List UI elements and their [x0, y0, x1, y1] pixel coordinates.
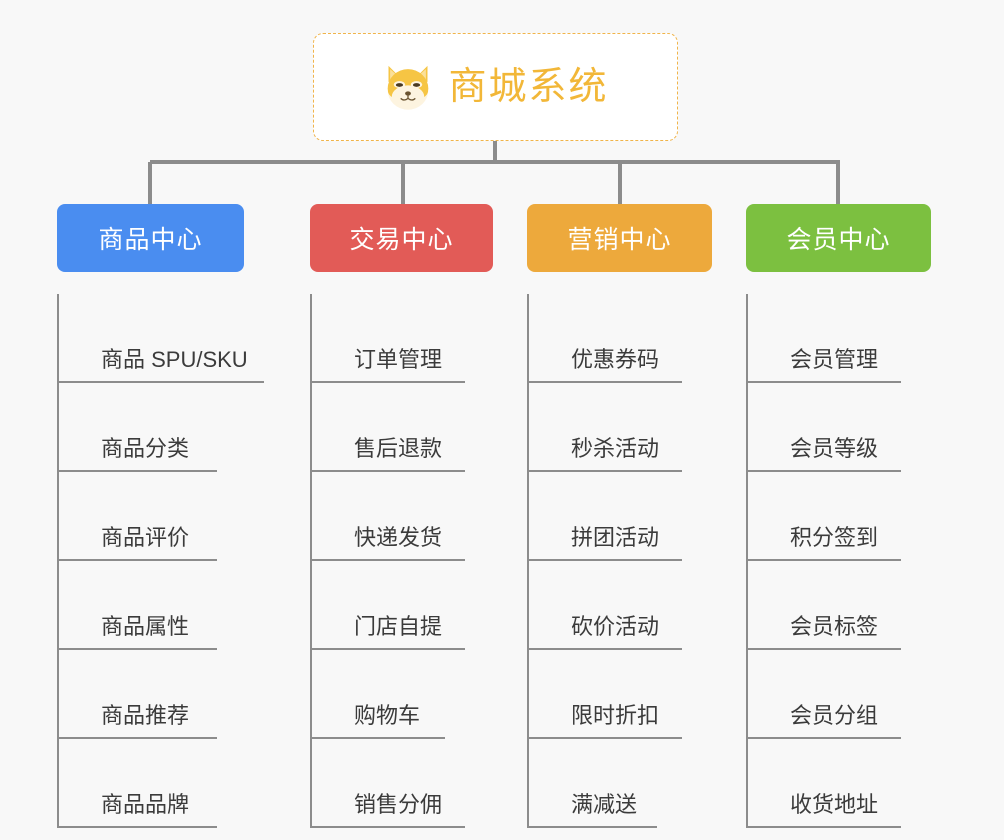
leaf-label: 门店自提	[354, 613, 443, 639]
leaf-label: 商品评价	[101, 524, 190, 550]
leaf-underline	[57, 648, 217, 650]
leaf-label: 商品分类	[101, 435, 190, 461]
branch-header-label: 会员中心	[786, 226, 891, 254]
branch-header-label: 营销中心	[567, 226, 672, 254]
leaf-underline	[310, 470, 465, 472]
leaf-item[interactable]: 商品品牌	[69, 739, 256, 828]
branch-header-1[interactable]: 商品中心	[57, 204, 244, 272]
branch-column-2: 交易中心订单管理售后退款快递发货门店自提购物车销售分佣	[310, 204, 493, 828]
leaf-label: 拼团活动	[571, 524, 660, 550]
leaf-label: 商品推荐	[101, 702, 190, 728]
leaf-underline	[527, 559, 682, 561]
leaf-label: 会员等级	[790, 435, 879, 461]
leaf-underline	[310, 737, 445, 739]
leaf-item[interactable]: 收货地址	[758, 739, 931, 828]
shiba-dog-face-icon	[382, 61, 434, 113]
leaf-list-1: 商品 SPU/SKU 商品分类商品评价商品属性商品推荐商品品牌	[57, 294, 264, 828]
leaf-item[interactable]: 积分签到	[758, 472, 931, 561]
leaf-underline	[310, 826, 465, 828]
branch-column-4: 会员中心会员管理会员等级积分签到会员标签会员分组收货地址	[746, 204, 931, 828]
leaf-item[interactable]: 秒杀活动	[539, 383, 712, 472]
leaf-item[interactable]: 限时折扣	[539, 650, 712, 739]
leaf-list-2: 订单管理售后退款快递发货门店自提购物车销售分佣	[310, 294, 493, 828]
leaf-underline	[57, 826, 217, 828]
leaf-item[interactable]: 商品评价	[69, 472, 256, 561]
leaf-underline	[57, 381, 264, 383]
root-title: 商城系统	[448, 66, 609, 108]
leaf-label: 商品 SPU/SKU	[101, 346, 248, 372]
leaf-item[interactable]: 满减送	[539, 739, 712, 828]
leaf-underline	[746, 826, 901, 828]
leaf-spine	[310, 294, 312, 828]
leaf-underline	[527, 648, 682, 650]
leaf-label: 会员分组	[790, 702, 879, 728]
leaf-label: 快递发货	[354, 524, 443, 550]
leaf-label: 销售分佣	[354, 791, 443, 817]
leaf-item[interactable]: 拼团活动	[539, 472, 712, 561]
leaf-label: 收货地址	[790, 791, 879, 817]
leaf-label: 限时折扣	[571, 702, 660, 728]
branch-header-2[interactable]: 交易中心	[310, 204, 493, 272]
leaf-underline	[57, 737, 217, 739]
leaf-underline	[527, 381, 682, 383]
leaf-label: 优惠券码	[571, 346, 660, 372]
leaf-underline	[310, 648, 465, 650]
branch-header-label: 商品中心	[98, 226, 203, 254]
leaf-item[interactable]: 订单管理	[322, 294, 493, 383]
leaf-underline	[746, 559, 901, 561]
leaf-label: 订单管理	[354, 346, 443, 372]
leaf-spine	[527, 294, 529, 828]
leaf-underline	[746, 381, 901, 383]
leaf-underline	[746, 648, 901, 650]
root-node[interactable]: 商城系统	[313, 33, 678, 141]
leaf-underline	[310, 381, 465, 383]
leaf-item[interactable]: 商品推荐	[69, 650, 256, 739]
leaf-item[interactable]: 售后退款	[322, 383, 493, 472]
leaf-underline	[746, 470, 901, 472]
leaf-spine	[746, 294, 748, 828]
branch-header-label: 交易中心	[349, 226, 454, 254]
leaf-list-4: 会员管理会员等级积分签到会员标签会员分组收货地址	[746, 294, 931, 828]
leaf-item[interactable]: 商品分类	[69, 383, 256, 472]
leaf-item[interactable]: 商品 SPU/SKU	[69, 294, 256, 383]
branch-column-3: 营销中心优惠券码秒杀活动拼团活动砍价活动限时折扣满减送	[527, 204, 712, 828]
leaf-item[interactable]: 会员标签	[758, 561, 931, 650]
leaf-list-3: 优惠券码秒杀活动拼团活动砍价活动限时折扣满减送	[527, 294, 712, 828]
leaf-label: 售后退款	[354, 435, 443, 461]
leaf-label: 秒杀活动	[571, 435, 660, 461]
leaf-label: 会员管理	[790, 346, 879, 372]
leaf-item[interactable]: 购物车	[322, 650, 493, 739]
leaf-label: 积分签到	[790, 524, 879, 550]
leaf-underline	[57, 470, 217, 472]
leaf-item[interactable]: 会员分组	[758, 650, 931, 739]
leaf-underline	[527, 470, 682, 472]
leaf-underline	[527, 737, 682, 739]
leaf-item[interactable]: 销售分佣	[322, 739, 493, 828]
leaf-label: 会员标签	[790, 613, 879, 639]
leaf-item[interactable]: 门店自提	[322, 561, 493, 650]
leaf-label: 满减送	[571, 791, 638, 817]
branch-header-4[interactable]: 会员中心	[746, 204, 931, 272]
leaf-underline	[527, 826, 657, 828]
leaf-label: 砍价活动	[571, 613, 660, 639]
leaf-label: 购物车	[354, 702, 421, 728]
leaf-item[interactable]: 砍价活动	[539, 561, 712, 650]
branch-column-1: 商品中心商品 SPU/SKU 商品分类商品评价商品属性商品推荐商品品牌	[57, 204, 264, 828]
branch-header-3[interactable]: 营销中心	[527, 204, 712, 272]
leaf-item[interactable]: 快递发货	[322, 472, 493, 561]
leaf-item[interactable]: 优惠券码	[539, 294, 712, 383]
leaf-item[interactable]: 会员管理	[758, 294, 931, 383]
leaf-label: 商品属性	[101, 613, 190, 639]
leaf-label: 商品品牌	[101, 791, 190, 817]
leaf-underline	[57, 559, 217, 561]
leaf-item[interactable]: 商品属性	[69, 561, 256, 650]
leaf-item[interactable]: 会员等级	[758, 383, 931, 472]
leaf-underline	[310, 559, 465, 561]
leaf-underline	[746, 737, 901, 739]
leaf-spine	[57, 294, 59, 828]
